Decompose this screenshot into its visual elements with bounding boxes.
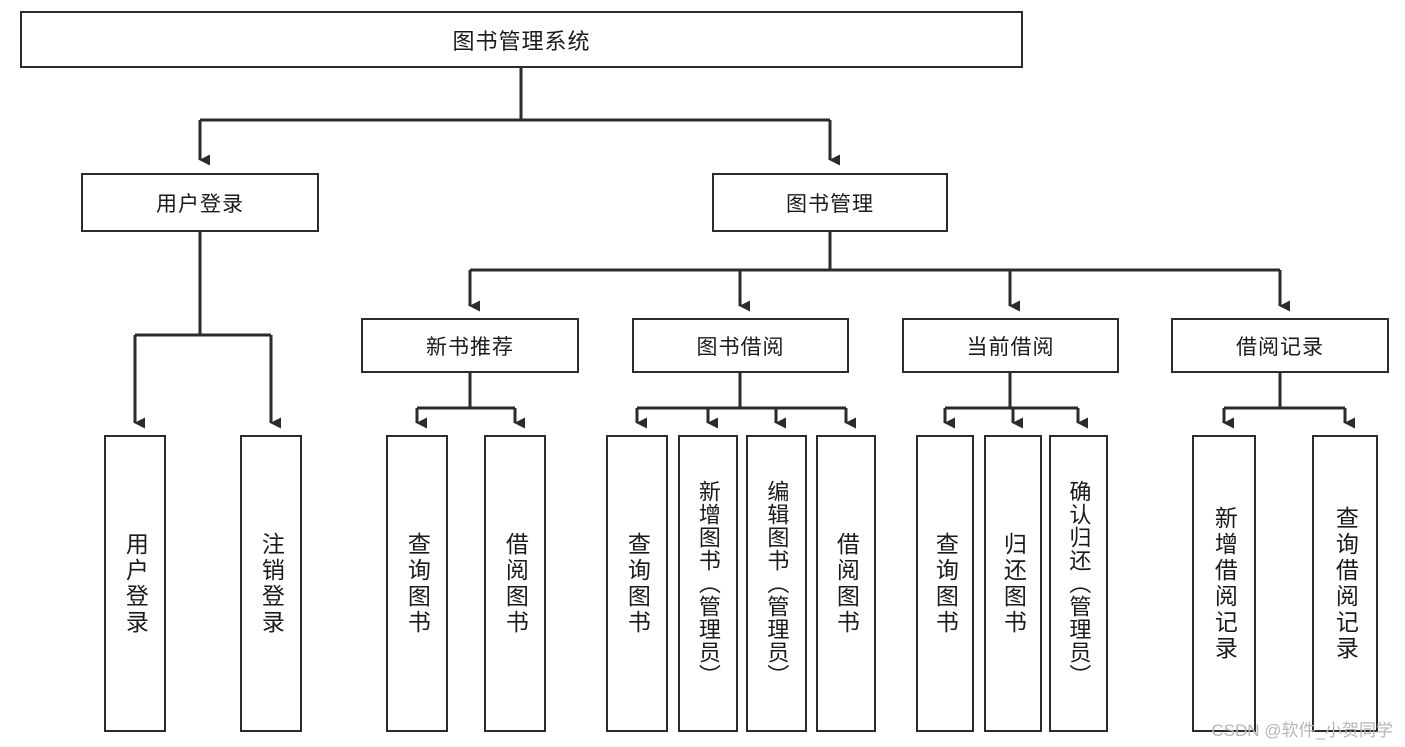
leaf-edit-book-admin[interactable]: 编辑图书（管理员） — [746, 435, 807, 732]
leaf-query-book-recommend[interactable]: 查询图书 — [386, 435, 448, 732]
leaf-query-book-recommend-label: 查询图书 — [404, 531, 431, 636]
leaf-query-book-current-label: 查询图书 — [932, 531, 959, 636]
leaf-edit-book-admin-label: 编辑图书（管理员） — [764, 480, 790, 687]
leaf-query-borrow-record-label: 查询借阅记录 — [1332, 505, 1359, 662]
leaf-add-borrow-record-label: 新增借阅记录 — [1211, 505, 1238, 662]
leaf-query-book-borrow[interactable]: 查询图书 — [606, 435, 668, 732]
leaf-user-logout-label: 注销登录 — [258, 531, 285, 636]
leaf-user-login-label: 用户登录 — [122, 531, 149, 636]
leaf-query-borrow-record[interactable]: 查询借阅记录 — [1312, 435, 1378, 732]
leaf-confirm-return-admin[interactable]: 确认归还（管理员） — [1049, 435, 1108, 732]
node-book-management[interactable]: 图书管理 — [712, 173, 948, 232]
leaf-add-book-admin-label: 新增图书（管理员） — [695, 480, 721, 687]
watermark: CSDN @软件_小贺同学 — [1211, 721, 1393, 740]
node-book-borrow-label: 图书借阅 — [696, 335, 785, 359]
leaf-borrow-book-label: 借阅图书 — [833, 531, 860, 636]
leaf-user-logout[interactable]: 注销登录 — [240, 435, 302, 732]
leaf-add-borrow-record[interactable]: 新增借阅记录 — [1192, 435, 1256, 732]
leaf-borrow-book-recommend-label: 借阅图书 — [502, 531, 529, 636]
node-borrow-record-label: 借阅记录 — [1236, 335, 1324, 359]
leaf-query-book-current[interactable]: 查询图书 — [916, 435, 974, 732]
node-borrow-record[interactable]: 借阅记录 — [1171, 318, 1389, 373]
leaf-confirm-return-admin-label: 确认归还（管理员） — [1066, 480, 1092, 687]
node-current-borrow-label: 当前借阅 — [966, 335, 1055, 359]
leaf-query-book-borrow-label: 查询图书 — [624, 531, 651, 636]
leaf-user-login[interactable]: 用户登录 — [104, 435, 166, 732]
node-book-borrow[interactable]: 图书借阅 — [632, 318, 849, 373]
node-user-login[interactable]: 用户登录 — [81, 173, 319, 232]
node-current-borrow[interactable]: 当前借阅 — [902, 318, 1119, 373]
node-new-book-recommend[interactable]: 新书推荐 — [361, 318, 579, 373]
leaf-add-book-admin[interactable]: 新增图书（管理员） — [678, 435, 738, 732]
node-book-management-label: 图书管理 — [786, 192, 874, 216]
leaf-borrow-book-recommend[interactable]: 借阅图书 — [484, 435, 546, 732]
leaf-return-book-label: 归还图书 — [1000, 531, 1027, 636]
node-root[interactable]: 图书管理系统 — [20, 11, 1023, 68]
node-user-login-label: 用户登录 — [156, 192, 244, 216]
leaf-return-book[interactable]: 归还图书 — [984, 435, 1042, 732]
leaf-borrow-book[interactable]: 借阅图书 — [816, 435, 876, 732]
node-root-label: 图书管理系统 — [452, 28, 591, 54]
node-new-book-recommend-label: 新书推荐 — [426, 335, 514, 359]
